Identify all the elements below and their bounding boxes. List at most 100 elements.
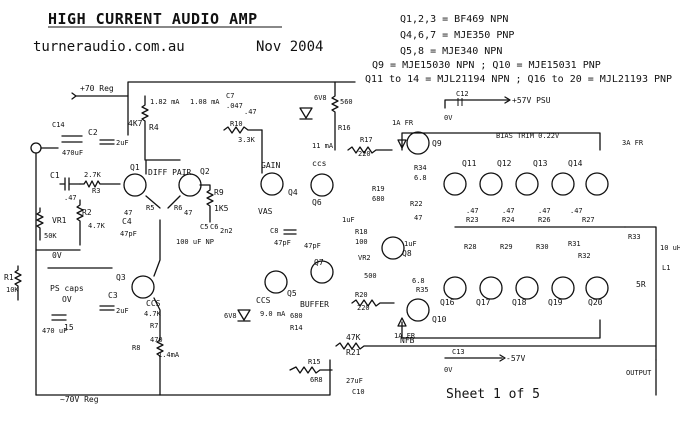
q8-label: Q8 [402,249,412,258]
q3-label: Q3 [116,273,126,282]
r16-value: 560 [340,98,353,106]
diode-bottom [397,317,407,327]
r8-value: 470 [150,336,163,344]
r28-label: R28 [464,243,477,251]
diode-top [397,139,407,149]
q12-label: Q12 [497,159,512,168]
pos-psu-label: +57V PSU [512,96,551,105]
output-label: OUTPUT [626,369,652,377]
buffer-label: BUFFER [300,300,329,309]
q19-label: Q19 [548,298,563,307]
q7-transistor [310,260,334,284]
q5-transistor [264,270,288,294]
ov-label: 0V [52,251,62,260]
r4-label: R4 [149,123,159,132]
ccs-q5-label: CCS [256,296,271,305]
r5-value: 47 [124,209,132,217]
ov-small-top: 0V [444,114,453,122]
r19-value: 680 [372,195,385,203]
r22-label: R22 [410,200,423,208]
q17-label: Q17 [476,298,491,307]
r17-label: R17 [360,136,373,144]
q14-label: Q14 [568,159,583,168]
r21-label: R21 [346,348,361,357]
input-jack[interactable] [30,142,42,154]
bottom-output-rail [401,319,601,339]
r19-label: R19 [372,185,385,193]
r1-resistor [14,265,22,301]
r27-label: R27 [582,216,595,224]
q1-collector-wire [145,159,181,175]
q2-emitter-wire [167,195,181,209]
c14-value: 470uF [62,149,83,157]
r16-resistor [331,81,339,151]
c2-value: 2uF [116,139,129,147]
l1-value: 10 uH [660,244,680,252]
r7-label: R7 [150,322,158,330]
nfb-wire [335,342,657,350]
vr2-value: 500 [364,272,377,280]
q18-transistor [515,276,539,300]
r34-label: R34 [414,164,427,172]
date-label: Nov 2004 [256,39,323,55]
neg-psu-label: -57V [506,354,525,363]
fuse3-label: 3A FR [622,139,644,147]
zener2-label: 6V8 [224,312,237,320]
c-1uf-label: 1uF [342,216,355,224]
c10-value: 27uF [346,377,363,385]
c14-label: C14 [52,121,65,129]
r10-value: 3.3K [238,136,256,144]
bias-trim-label: BIAS TRIM 0.22V [496,132,560,140]
q6-transistor [310,173,334,197]
r3-resistor [79,180,121,188]
transistor-list-line-2: Q4,6,7 = MJE350 PNP [400,30,514,41]
zener1-symbol [299,107,313,119]
r31-label: R31 [568,240,581,248]
schematic-title: HIGH CURRENT AUDIO AMP [48,10,258,28]
r8-label: R8 [132,344,140,352]
r9-resistor [199,184,214,223]
c4-value: 47pF [120,230,137,238]
r17-resistor [347,146,393,154]
q10-label: Q10 [432,315,447,324]
neg-rail-wire [35,359,331,396]
gain-label: GAIN [261,161,280,170]
q2-label: Q2 [200,167,210,176]
r10-top-value: .47 [244,108,257,116]
r24-value: .47 [502,207,515,215]
transistor-list-line-5: Q11 to 14 = MJL21194 NPN ; Q16 to 20 = M… [365,74,672,85]
r2-resistor [76,199,84,246]
pos-reg-label: +70 Reg [80,84,114,93]
q17-transistor [479,276,503,300]
r18-value: 100 [355,238,368,246]
q4-label: Q4 [288,188,298,197]
c15-value: 470 uF [42,327,67,335]
r23-value: .47 [466,207,479,215]
c15-label: 15 [64,323,74,332]
top-output-rail [401,132,601,151]
q1-label: Q1 [130,163,140,172]
c13-label: C13 [452,348,465,356]
q14-transistor [551,172,575,196]
r10-label: R10 [230,120,243,128]
q6-label: Q6 [312,198,322,207]
q4-transistor [260,172,284,196]
c8-value: 47pF [274,239,291,247]
c6-label: C6 [210,223,218,231]
i-q5-label: 9.0 mA [260,310,286,318]
q16-transistor [443,276,467,300]
vr1-pot[interactable] [36,207,44,241]
transistor-list-line-4: Q9 = MJE15030 NPN ; Q10 = MJE15031 PNP [372,60,601,71]
q3-emitter-wire [153,297,161,337]
r2-label: R2 [82,208,92,217]
fuse1-label: 1A FR [392,119,414,127]
q11-transistor [443,172,467,196]
q13-transistor [515,172,539,196]
r14-value: 680 [290,312,303,320]
r21-value: 47K [346,333,361,342]
zener1-label: 6V8 [314,94,327,102]
q2-transistor [178,173,202,197]
pos-rail-arrow [71,92,77,100]
sheet-label: Sheet 1 of 5 [446,387,540,402]
pos-rail-wire [75,81,356,97]
